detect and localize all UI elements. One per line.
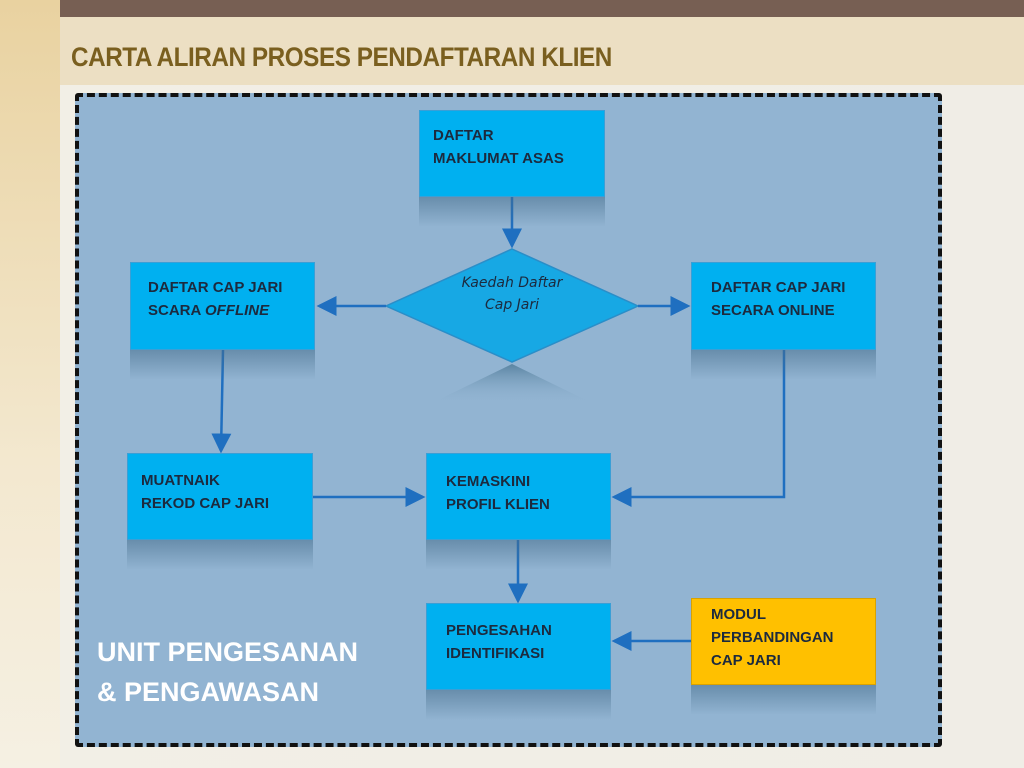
diamond-reflection	[430, 364, 594, 404]
unit-label: UNIT PENGESANAN& PENGAWASAN	[97, 637, 359, 707]
arrow	[611, 350, 786, 507]
top-bar	[60, 0, 1024, 17]
decision-diamond	[384, 248, 640, 363]
side-strip	[0, 0, 60, 768]
slide-title: CARTA ALIRAN PROSES PENDAFTARAN KLIEN	[71, 42, 612, 72]
header-band	[60, 17, 1024, 85]
